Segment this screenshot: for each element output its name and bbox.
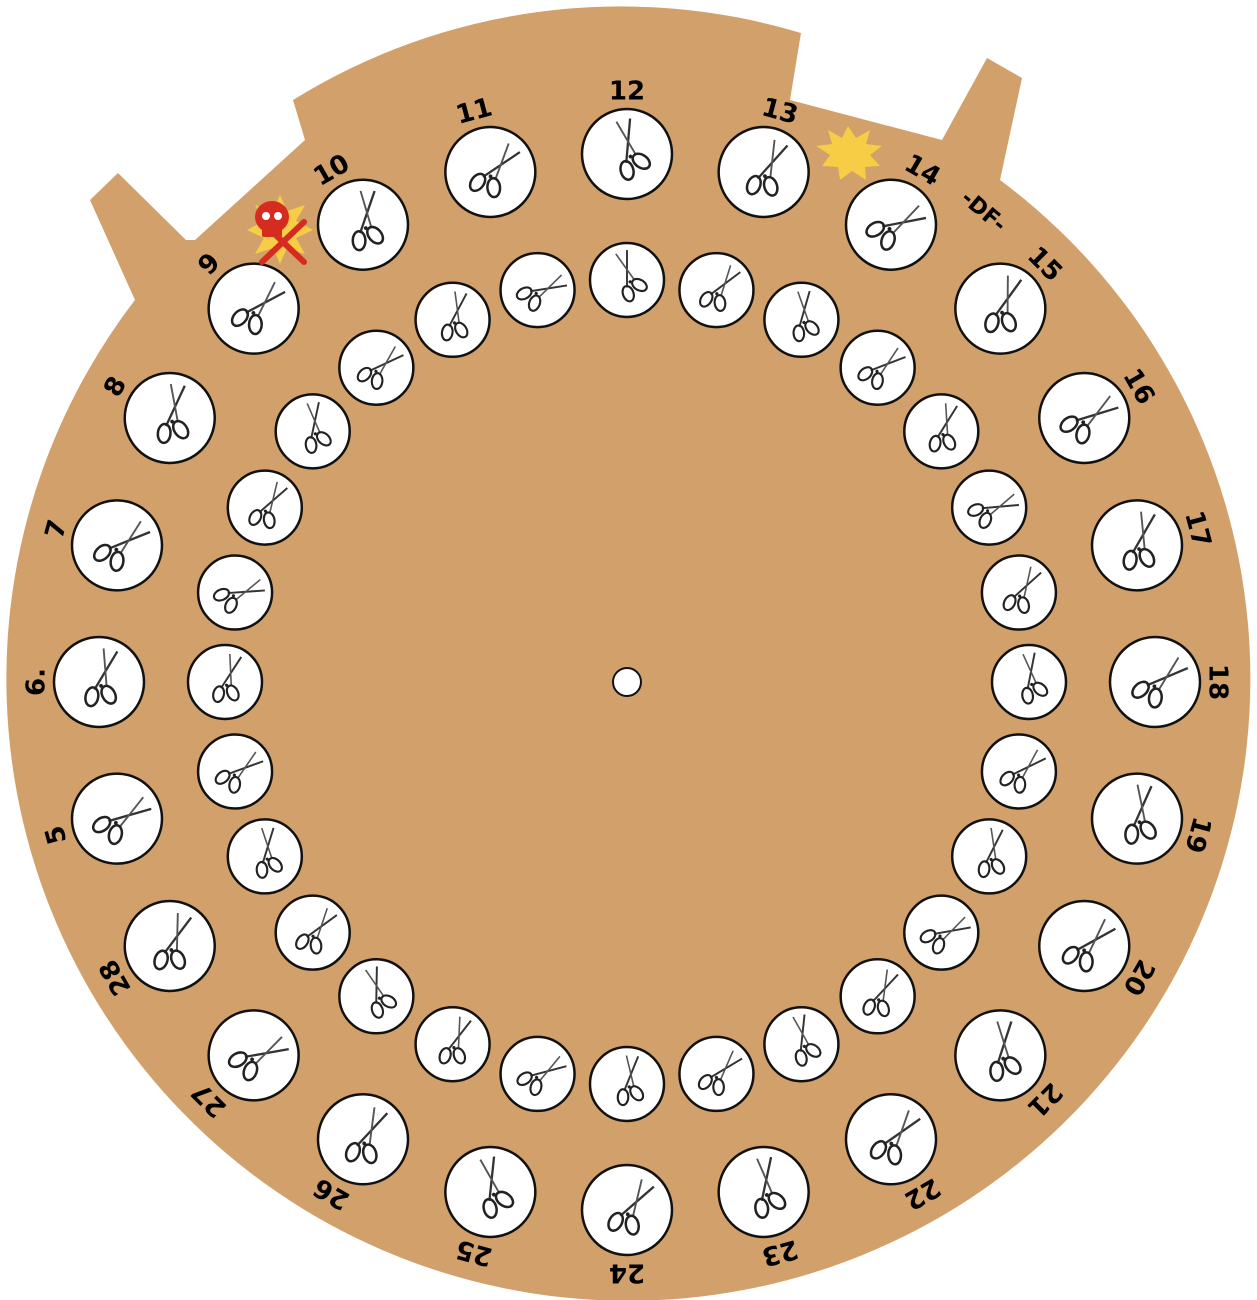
inner-slot[interactable] bbox=[952, 819, 1026, 893]
inner-slot[interactable] bbox=[228, 471, 302, 545]
inner-slot[interactable] bbox=[198, 734, 272, 808]
outer-slot[interactable] bbox=[318, 180, 408, 270]
outer-slot[interactable] bbox=[846, 1094, 936, 1184]
slot-number-label: 12 bbox=[609, 77, 645, 107]
outer-slot[interactable] bbox=[209, 1010, 299, 1100]
inner-slot[interactable] bbox=[416, 283, 490, 357]
inner-slot[interactable] bbox=[228, 819, 302, 893]
inner-slot[interactable] bbox=[992, 645, 1066, 719]
inner-slot[interactable] bbox=[501, 253, 575, 327]
outer-slot[interactable] bbox=[719, 1147, 809, 1237]
outer-slot[interactable] bbox=[1110, 637, 1200, 727]
inner-slot[interactable] bbox=[841, 331, 915, 405]
outer-slot[interactable] bbox=[72, 774, 162, 864]
outer-slot[interactable] bbox=[955, 1010, 1045, 1100]
outer-slot[interactable] bbox=[318, 1094, 408, 1184]
inner-slot[interactable] bbox=[188, 645, 262, 719]
outer-slot[interactable] bbox=[846, 180, 936, 270]
inner-slot[interactable] bbox=[982, 734, 1056, 808]
outer-slot[interactable] bbox=[1039, 901, 1129, 991]
inner-slot[interactable] bbox=[339, 331, 413, 405]
outer-slot[interactable] bbox=[719, 127, 809, 217]
outer-slot[interactable] bbox=[209, 264, 299, 354]
inner-slot[interactable] bbox=[590, 1047, 664, 1121]
inner-slot[interactable] bbox=[276, 896, 350, 970]
slot-number-label: 24 bbox=[609, 1258, 645, 1288]
outer-slot[interactable] bbox=[125, 373, 215, 463]
outer-slot[interactable] bbox=[582, 109, 672, 199]
outer-slot[interactable] bbox=[1039, 373, 1129, 463]
outer-slot[interactable] bbox=[445, 1147, 535, 1237]
inner-slot[interactable] bbox=[679, 253, 753, 327]
outer-slot[interactable] bbox=[955, 264, 1045, 354]
outer-slot[interactable] bbox=[582, 1165, 672, 1255]
slot-number-label: 18 bbox=[1203, 664, 1233, 700]
inner-slot[interactable] bbox=[904, 896, 978, 970]
outer-slot[interactable] bbox=[125, 901, 215, 991]
inner-slot[interactable] bbox=[590, 243, 664, 317]
outer-slot[interactable] bbox=[1092, 774, 1182, 864]
inner-slot[interactable] bbox=[416, 1007, 490, 1081]
inner-slot[interactable] bbox=[982, 556, 1056, 630]
inner-slot[interactable] bbox=[679, 1037, 753, 1111]
inner-slot[interactable] bbox=[198, 556, 272, 630]
inner-slot[interactable] bbox=[764, 283, 838, 357]
inner-slot[interactable] bbox=[904, 394, 978, 468]
outer-slot[interactable] bbox=[54, 637, 144, 727]
inner-slot[interactable] bbox=[276, 394, 350, 468]
inner-slot[interactable] bbox=[501, 1037, 575, 1111]
inner-slot[interactable] bbox=[952, 471, 1026, 545]
outer-slot[interactable] bbox=[445, 127, 535, 217]
slot-number-label: 6. bbox=[22, 668, 52, 696]
center-pivot-hole bbox=[613, 668, 641, 696]
inner-slot[interactable] bbox=[841, 959, 915, 1033]
outer-slot[interactable] bbox=[72, 500, 162, 590]
inner-slot[interactable] bbox=[764, 1007, 838, 1081]
outer-slot[interactable] bbox=[1092, 500, 1182, 590]
inner-slot[interactable] bbox=[339, 959, 413, 1033]
